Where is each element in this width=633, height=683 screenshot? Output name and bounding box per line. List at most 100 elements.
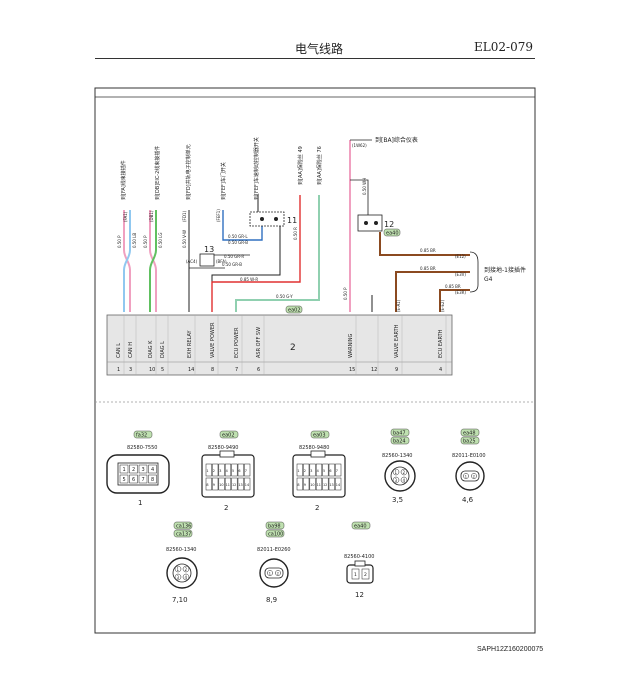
wire-warn-to-12 bbox=[350, 179, 369, 215]
connector-2-pin bbox=[224, 477, 232, 491]
lbl-diag-k: 0.50 P bbox=[143, 235, 148, 248]
connector-tag bbox=[173, 521, 193, 530]
connector-11-pin bbox=[274, 217, 278, 221]
ecu-label: 2 bbox=[290, 343, 296, 353]
connector-tag-text: ea48 bbox=[463, 431, 476, 437]
connector-part-number: 82011-E0100 bbox=[452, 453, 486, 459]
ecu-pin-number: 3 bbox=[129, 367, 132, 373]
connector-2-pin bbox=[296, 477, 303, 491]
connector-tag-text: ea03 bbox=[313, 433, 326, 439]
connector-part-number: 82560-4100 bbox=[344, 554, 374, 560]
footer-code: SAPH12Z160200075 bbox=[477, 646, 544, 653]
ecu-pin-number: 7 bbox=[235, 367, 238, 373]
connector-2-pin-number: 14 bbox=[245, 483, 249, 487]
connector-tag-text: ea02 bbox=[222, 433, 235, 439]
connector-2-pin bbox=[231, 463, 238, 477]
tag-ea40-top-text: ea40 bbox=[386, 231, 399, 237]
connector-2-pin-number: 2 bbox=[304, 469, 306, 473]
code-e12: (E12) bbox=[455, 254, 466, 259]
ecu-pin-number: 12 bbox=[371, 367, 377, 373]
connector-2-pin bbox=[205, 463, 212, 477]
tag-ea02-ecu-text: ea02 bbox=[288, 308, 301, 314]
lbl-warn-top: 0.50 WH bbox=[362, 178, 367, 195]
connector-part-number: 82011-E0260 bbox=[257, 547, 291, 553]
connector-12-pin bbox=[361, 568, 370, 580]
connector-1-pin-number: 8 bbox=[151, 477, 154, 483]
connector-label: 2 bbox=[315, 504, 319, 512]
connector-2-pin bbox=[212, 463, 219, 477]
round-connector-pin bbox=[392, 468, 400, 476]
round2-connector-pin bbox=[471, 473, 477, 479]
connector-2-pin bbox=[303, 477, 310, 491]
connector-label: 2 bbox=[224, 504, 228, 512]
code-ba: (1W62) bbox=[352, 143, 367, 148]
ecu-pin-name: VALVE EARTH bbox=[394, 324, 400, 358]
connector-2-pin-number: 6 bbox=[329, 469, 331, 473]
dest-ba: 到[BA]综合仪表 bbox=[375, 136, 418, 144]
connector-1-pin-number: 7 bbox=[142, 477, 145, 483]
connector-2-pin bbox=[328, 463, 335, 477]
connector-1-pin bbox=[129, 464, 138, 474]
page-code: EL02-079 bbox=[474, 40, 533, 54]
connector-tag-text: ba25 bbox=[463, 439, 476, 445]
connector-2-pin bbox=[322, 463, 329, 477]
connector-2-pin bbox=[218, 477, 225, 491]
ecu-pin-number: 6 bbox=[257, 367, 260, 373]
dest-aa49: 到[AA]保险丝 49 bbox=[297, 146, 304, 185]
connector-2-pin bbox=[224, 463, 232, 477]
connector-13-ref: 13 bbox=[204, 245, 214, 254]
round-connector-pin-number: 4 bbox=[403, 478, 406, 483]
code-fd: (FD1) bbox=[182, 211, 187, 222]
lbl-ecu-power: 0.50 R bbox=[293, 227, 298, 240]
connector-1-pin-number: 6 bbox=[132, 477, 135, 483]
connector-2-pin bbox=[309, 477, 316, 491]
code-e3v: (E3V) bbox=[455, 272, 466, 277]
code-e3r: (E3R) bbox=[455, 290, 466, 295]
connector-2-pin-number: 1 bbox=[206, 469, 208, 473]
connector-12-pin-number: 2 bbox=[364, 572, 367, 578]
ecu-pin-name: VALVE POWER bbox=[210, 322, 216, 358]
connector-2-pin bbox=[315, 477, 323, 491]
connector-tag bbox=[351, 521, 371, 530]
connector-part-number: 82580-9480 bbox=[299, 445, 329, 451]
lbl-earth-4: 0.85 BR bbox=[445, 284, 461, 289]
ecu-pin-name: ECU POWER bbox=[234, 327, 240, 358]
dest-fa: 到[FA]线束接插件 bbox=[120, 160, 127, 200]
ecu-pin-name: CAN L bbox=[116, 343, 122, 358]
connector-7-10-pin-number: 3 bbox=[177, 575, 180, 580]
connector-2-pin-number: 4 bbox=[226, 469, 228, 473]
code-c13b: (BFA) bbox=[216, 259, 227, 264]
ecu-pin-number: 10 bbox=[149, 367, 155, 373]
connector-12-latch bbox=[354, 560, 366, 567]
connector-label: 1 bbox=[138, 499, 142, 507]
connector-1-pin bbox=[119, 464, 129, 474]
connector-7-10-pin bbox=[174, 565, 182, 573]
ecu-pin-name: WARNING bbox=[348, 333, 354, 358]
connector-2-pin bbox=[322, 477, 329, 491]
ecu-pin-name: CAN H bbox=[128, 342, 134, 358]
lbl-valve-power: 0.85 W-R bbox=[240, 277, 258, 282]
connector-tag bbox=[460, 428, 480, 437]
connector-1-pin-number: 4 bbox=[151, 467, 154, 473]
connector-tag bbox=[460, 436, 480, 445]
lbl-can-h: 0.50 LB bbox=[132, 233, 137, 248]
ecu-pin-number: 4 bbox=[439, 367, 442, 373]
connector-2-pin bbox=[205, 477, 212, 491]
dest-ground-code: G4 bbox=[484, 276, 493, 283]
ecu-pin-name: EXH RELAY bbox=[187, 330, 193, 358]
page-title: 电气线路 bbox=[295, 42, 344, 56]
connector-8-9-pin bbox=[267, 570, 273, 576]
dest-ground: 到接地-1接插件 bbox=[484, 266, 526, 274]
code-fa: (FA1) bbox=[123, 211, 128, 222]
connector-2-pin bbox=[335, 477, 342, 491]
lbl-fuse76: 0.50 G-Y bbox=[276, 294, 293, 299]
connector-12-pin bbox=[374, 221, 378, 225]
connector-2-pin-number: 5 bbox=[323, 469, 325, 473]
connector-2-pin-number: 13 bbox=[329, 483, 333, 487]
connector-label: 7,10 bbox=[172, 596, 188, 604]
connector-8-9-pin bbox=[275, 570, 281, 576]
round-connector-pin bbox=[400, 468, 408, 476]
connector-2-latch bbox=[310, 450, 326, 458]
